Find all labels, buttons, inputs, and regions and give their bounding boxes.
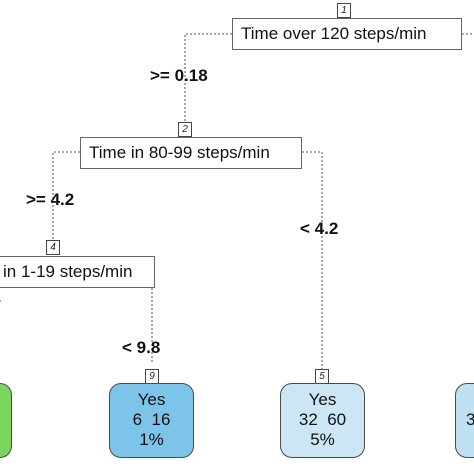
leaf-number-5: 5 [315, 369, 329, 384]
node-number-1: 1 [337, 3, 351, 18]
split-node-1: Time over 120 steps/min [232, 18, 462, 50]
leaf-9-class: Yes [137, 390, 166, 409]
leaf-partial-right: 3 [455, 383, 474, 458]
node-number-4: 4 [46, 240, 60, 255]
edge-label-n2-left: >= 4.2 [26, 190, 75, 209]
connector-n2-right [302, 151, 323, 369]
edge-label-n2-right: < 4.2 [300, 219, 339, 238]
split-node-4-label: in 1-19 steps/min [3, 262, 133, 281]
connector-n2-left [52, 151, 80, 242]
node-number-2: 2 [178, 122, 192, 137]
leaf-number-9: 9 [145, 369, 159, 384]
leaf-5-class: Yes [308, 390, 337, 409]
split-node-2-label: Time in 80-99 steps/min [89, 143, 270, 162]
split-node-2: Time in 80-99 steps/min [80, 137, 302, 169]
split-node-4: in 1-19 steps/min [0, 256, 155, 288]
leaf-9-counts: 6 16 [132, 410, 171, 429]
leaf-partial-right-counts: 3 [466, 410, 474, 429]
leaf-node-5: Yes 32 60 5% [280, 383, 365, 458]
edge-label-n4-right: < 9.8 [122, 338, 161, 357]
leaf-green-partial [0, 383, 12, 458]
edge-label-n1-left: >= 0.18 [150, 66, 208, 85]
leaf-5-percent: 5% [310, 430, 335, 449]
leaf-9-percent: 1% [139, 430, 164, 449]
split-node-1-label: Time over 120 steps/min [241, 24, 427, 43]
leaf-5-counts: 32 60 [298, 410, 347, 429]
leaf-node-9: Yes 6 16 1% [109, 383, 194, 458]
